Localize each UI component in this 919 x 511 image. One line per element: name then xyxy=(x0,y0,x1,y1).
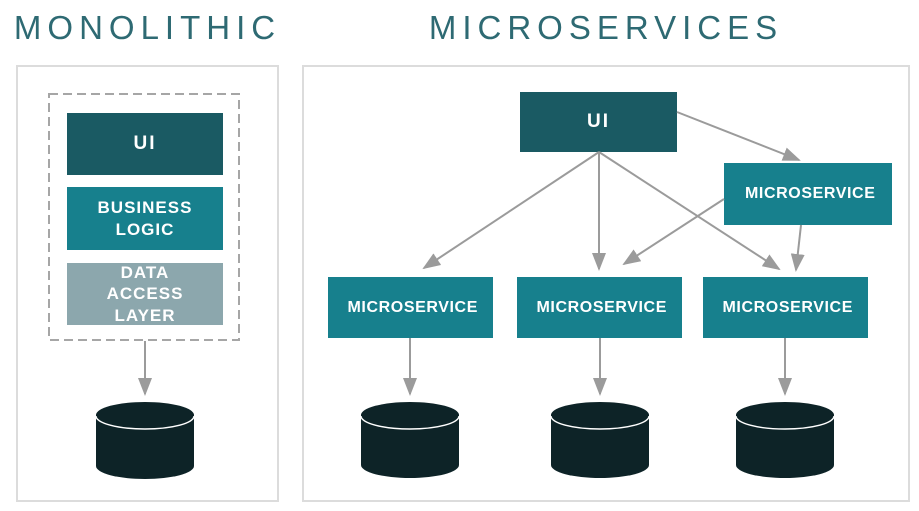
microservice-3-label: MICROSERVICE xyxy=(722,298,853,316)
monolith-business-logic-box: BUSINESS LOGIC xyxy=(67,187,223,250)
microservice-1-label: MICROSERVICE xyxy=(347,298,478,316)
microservice-upper-label: MICROSERVICE xyxy=(745,185,876,202)
monolith-data-access-label: DATA ACCESS LAYER xyxy=(106,263,184,325)
monolith-ui-label: UI xyxy=(133,133,157,155)
microservice-box-upper: MICROSERVICE xyxy=(724,163,892,225)
microservice-box-2: MICROSERVICE xyxy=(517,277,682,338)
monolithic-title: MONOLITHIC xyxy=(13,9,282,46)
micro-ui-label: UI xyxy=(587,111,610,133)
monolith-business-logic-label: BUSINESS LOGIC xyxy=(97,198,193,239)
monolith-ui-box: UI xyxy=(67,113,223,175)
micro-ui-box: UI xyxy=(520,92,677,152)
microservice-box-1: MICROSERVICE xyxy=(328,277,493,338)
microservice-box-3: MICROSERVICE xyxy=(703,277,868,338)
microservice-2-label: MICROSERVICE xyxy=(536,298,667,316)
monolith-data-access-box: DATA ACCESS LAYER xyxy=(67,263,223,325)
microservices-title: MICROSERVICES xyxy=(428,9,784,46)
